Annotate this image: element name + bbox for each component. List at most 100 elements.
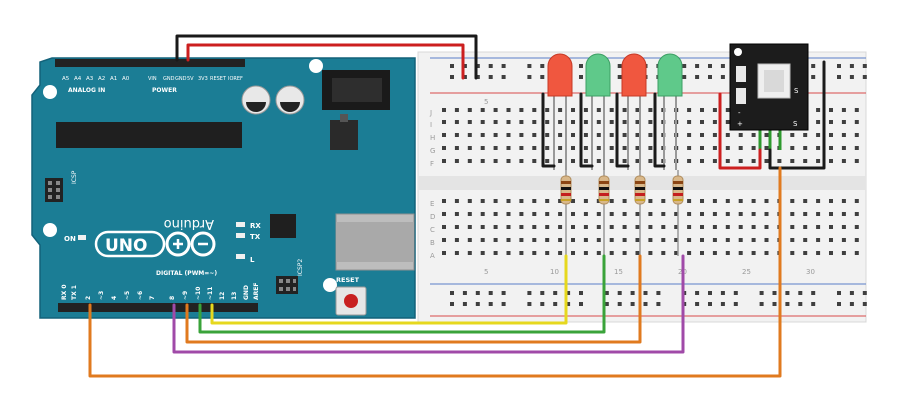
wire-pin10-green xyxy=(198,254,606,334)
wire-led4-gnd xyxy=(653,92,666,168)
wire-pin2-orange xyxy=(88,166,782,378)
row-letter: A xyxy=(430,252,435,260)
reset-button-cap xyxy=(344,294,358,308)
row-letter: E xyxy=(430,200,434,208)
icsp-header xyxy=(45,178,63,202)
l-label: L xyxy=(250,256,255,264)
wire-ir-gnd-black xyxy=(768,60,826,170)
icsp2-label: ICSP2 xyxy=(297,259,304,276)
analog-pin-label: A5 xyxy=(62,76,70,82)
wire-5v-red xyxy=(186,43,465,80)
row-letter: J xyxy=(429,109,432,117)
analog-pin-label: A0 xyxy=(122,76,130,82)
wire-pin11-yellow xyxy=(210,254,568,325)
power-pin-label: GND xyxy=(175,76,187,82)
resistor-1 xyxy=(560,170,572,256)
reset-label: RESET xyxy=(336,276,360,284)
digital-pin-label: ~11 xyxy=(207,287,214,300)
ir-module-smd xyxy=(736,88,746,104)
analog-pin-label: A1 xyxy=(110,76,117,82)
column-number: 10 xyxy=(550,268,559,276)
power-pin-label: IOREF xyxy=(228,76,243,82)
uno-logo: UNO xyxy=(94,230,166,258)
wires xyxy=(88,34,826,378)
wire-gnd-black xyxy=(175,34,478,80)
power-pin-label: 5V xyxy=(187,76,194,82)
wire-led2-gnd xyxy=(579,92,594,168)
digital-pin-label: TX 1 xyxy=(71,285,78,300)
row-letter: H xyxy=(430,134,435,142)
digital-pin-label: RX 0 xyxy=(61,284,68,300)
row-letter: I xyxy=(430,121,432,129)
row-letter: B xyxy=(430,239,435,247)
led-green-1 xyxy=(585,53,611,170)
ir-pin-label: S xyxy=(793,120,798,128)
arduino-uno-board: A5 A4 A3 A2 A1 A0 ANALOG IN VIN GND GND … xyxy=(31,57,416,319)
digital-pin-label: ~3 xyxy=(98,291,105,300)
resistor-3 xyxy=(634,170,646,256)
power-header-label: POWER xyxy=(152,87,177,94)
arduino-infinity-logo xyxy=(165,231,216,257)
analog-pin-label: A2 xyxy=(98,76,105,82)
mounting-hole xyxy=(309,59,323,73)
wire-pin9-orange xyxy=(185,254,642,344)
on-label: ON xyxy=(64,235,76,243)
digital-pin-label: 7 xyxy=(149,296,156,300)
mounting-hole xyxy=(43,223,57,237)
power-pin-label: VIN xyxy=(148,76,157,82)
capacitor-marking xyxy=(246,102,266,112)
digital-pin-label: ~9 xyxy=(182,291,189,300)
analog-pin-label: A3 xyxy=(86,76,94,82)
digital-pin-label: ~5 xyxy=(124,291,131,300)
row-letter: D xyxy=(430,213,435,221)
column-number: 25 xyxy=(742,268,751,276)
column-number: 15 xyxy=(614,268,623,276)
voltage-regulator xyxy=(330,120,358,150)
usb-controller-chip xyxy=(270,214,296,238)
regulator-tab xyxy=(340,114,348,122)
uno-logo-outline xyxy=(94,230,166,258)
ir-module-hole xyxy=(734,48,742,56)
digital-pin-label: 12 xyxy=(219,292,226,300)
row-letter: G xyxy=(430,147,435,155)
digital-pin-label: ~10 xyxy=(195,287,202,300)
power-pin-label: 3V3 xyxy=(198,76,208,82)
bottom-header xyxy=(58,303,258,312)
rx-led xyxy=(236,222,245,227)
mounting-hole xyxy=(323,278,337,292)
icsp2-header xyxy=(276,276,298,294)
digital-pin-label: 4 xyxy=(111,296,118,300)
usb-connector-inner xyxy=(336,222,414,262)
column-number: 5 xyxy=(484,98,488,106)
resistor-4 xyxy=(672,170,684,256)
row-letter: F xyxy=(430,160,434,168)
digital-pin-label: AREF xyxy=(253,283,260,300)
digital-header-label: DIGITAL (PWM=~) xyxy=(156,270,217,277)
wire-led3-gnd xyxy=(615,92,630,168)
icsp-label: ICSP xyxy=(71,170,78,184)
resistor-2 xyxy=(598,170,610,256)
ir-pin-label: S xyxy=(794,87,799,95)
ir-sensor-lens xyxy=(764,70,784,92)
row-letter: C xyxy=(430,226,435,234)
digital-pin-label: GND xyxy=(243,285,250,300)
led-red-2 xyxy=(621,53,647,170)
l-led xyxy=(236,254,245,259)
column-number: 30 xyxy=(806,268,815,276)
tx-label: TX xyxy=(250,233,261,241)
breadboard-components: S S - + xyxy=(547,43,809,256)
led-red-1 xyxy=(547,53,573,170)
tx-led xyxy=(236,233,245,238)
ir-module-smd xyxy=(736,66,746,82)
ir-pin-label: - xyxy=(738,109,741,117)
wire-ir-vcc-red xyxy=(718,92,762,170)
power-pin-label: GND xyxy=(163,76,175,82)
digital-pin-label: 2 xyxy=(85,296,92,300)
led-green-2 xyxy=(657,53,683,170)
digital-pin-label: ~6 xyxy=(137,291,144,300)
dc-power-jack-opening xyxy=(332,78,382,102)
rx-label: RX xyxy=(250,222,261,230)
